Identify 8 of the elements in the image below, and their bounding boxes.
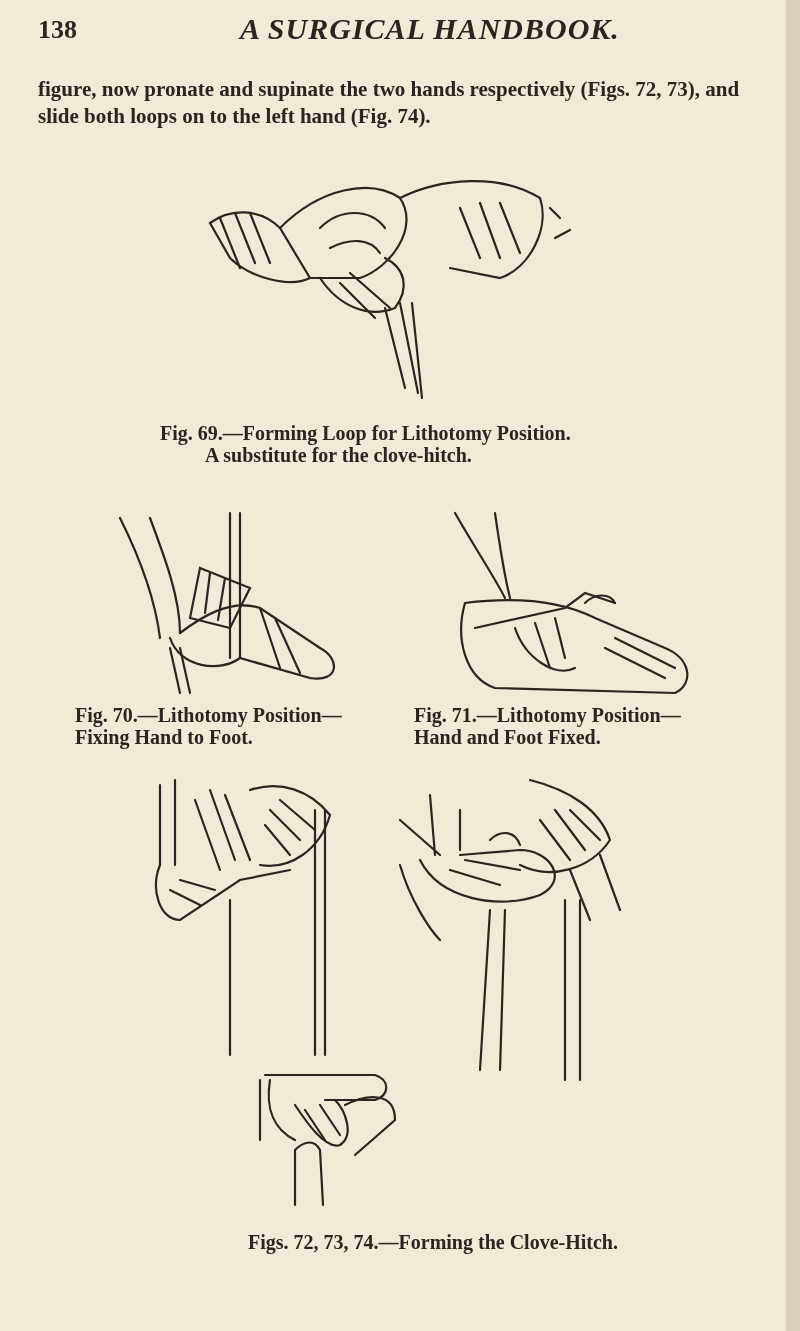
running-head: A SURGICAL HANDBOOK. <box>240 11 621 47</box>
figure-caption: Figs. 72, 73, 74.—Forming the Clove-Hitch. <box>248 1230 619 1255</box>
figure-caption: Fig. 69.—Forming Loop for Lithotomy Position. <box>160 422 572 444</box>
body-paragraph: figure, now pronate and supinate the two hands respectively (Figs. 72, 73), and slide both loops on to the left hand (Fig. 74). <box>38 76 741 131</box>
figure-caption: Fig. 70.—Lithotomy Position— Fixing Hand to Foot. <box>75 704 343 748</box>
page-number: 138 <box>38 14 78 46</box>
figure-caption: Fig. 71.—Lithotomy Position— Hand and Foot Fixed. <box>414 704 682 748</box>
figure-subcaption: A substitute for the clove-hitch. <box>205 444 472 466</box>
